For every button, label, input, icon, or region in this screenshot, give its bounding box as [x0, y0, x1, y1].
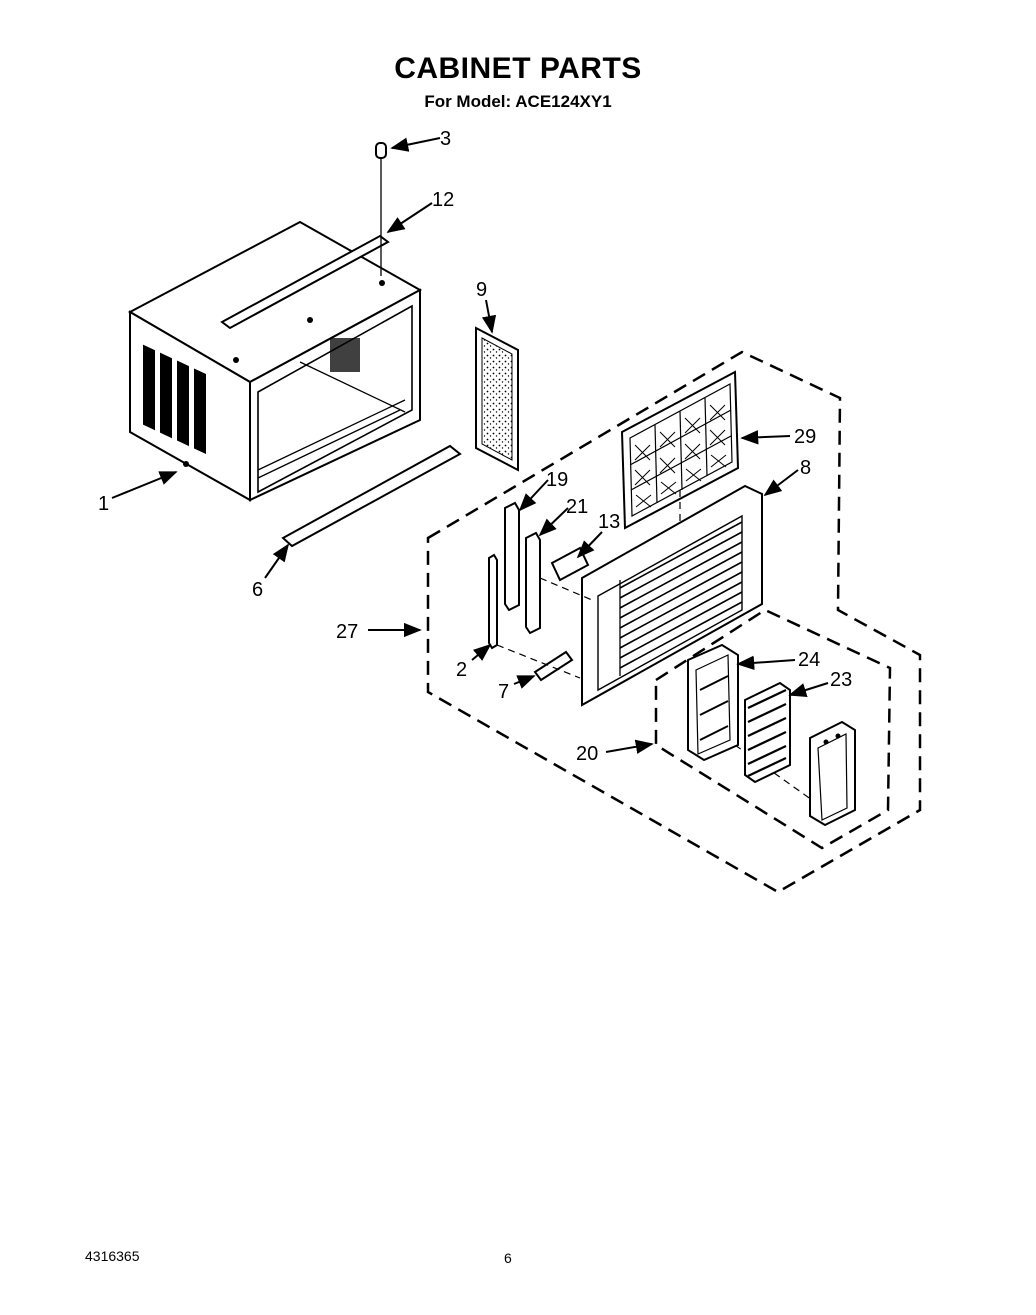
front-panel-part-8: [581, 484, 763, 707]
callout-13: 13: [598, 511, 620, 533]
callout-1: 1: [98, 493, 109, 515]
seal-part-2: [488, 553, 498, 650]
rail-part-6: [281, 444, 462, 548]
callout-21: 21: [566, 496, 588, 518]
grille-mesh: [634, 404, 727, 508]
callout-29: 29: [794, 426, 816, 448]
filter-part-9: [475, 326, 519, 472]
louver-part-23: [744, 681, 791, 784]
model-subtitle: For Model: ACE124XY1: [424, 92, 612, 111]
page-number: 6: [504, 1250, 512, 1266]
cabinet-vents: [143, 344, 206, 455]
callout-6: 6: [252, 579, 263, 601]
callout-24: 24: [798, 649, 820, 671]
assembly-20-boundary: [654, 608, 892, 850]
bracket-part-24: [687, 643, 739, 762]
callout-2: 2: [456, 659, 467, 681]
callout-8: 8: [800, 457, 811, 479]
callout-3: 3: [440, 128, 451, 150]
block-part-7: [533, 650, 574, 682]
part-number: 4316365: [85, 1248, 140, 1264]
seal-part-21: [525, 531, 541, 635]
callout-7: 7: [498, 681, 509, 703]
callout-19: 19: [546, 469, 568, 491]
callout-27: 27: [336, 621, 358, 643]
page-title: CABINET PARTS: [394, 52, 642, 85]
cabinet-part: [127, 220, 423, 502]
cover-part-20: [809, 720, 856, 827]
callout-9: 9: [476, 279, 487, 301]
grille-part-29: [620, 370, 740, 530]
callout-leaders: [111, 137, 829, 754]
callout-labels: 3 12 1 6 9 19 21 13 29 8 27 2 7 24 23 20: [98, 128, 852, 765]
assembly-27-boundary: [426, 350, 922, 894]
callout-23: 23: [830, 669, 852, 691]
callout-20: 20: [576, 743, 598, 765]
callout-12: 12: [432, 189, 454, 211]
screw-part: [375, 142, 387, 276]
seal-part-19: [504, 501, 520, 612]
